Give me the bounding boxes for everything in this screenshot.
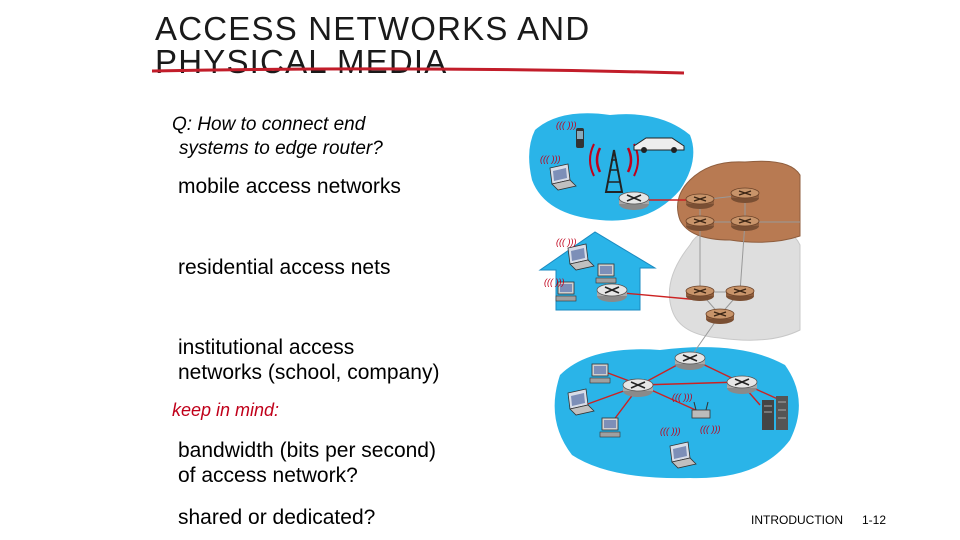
wireless-signal-icon (556, 120, 577, 130)
router-icon (726, 375, 758, 395)
router-icon (685, 193, 715, 210)
desktop-icon (595, 263, 617, 284)
wifi-base-station-icon (691, 401, 711, 419)
phone-icon (576, 128, 584, 148)
router-icon (705, 308, 735, 325)
page-number: 1-12 (862, 513, 887, 527)
consideration-bandwidth: bandwidth (bits per second) of access ne… (178, 438, 436, 488)
router-icon (685, 285, 715, 302)
router-icon (725, 285, 755, 302)
wireless-signal-icon (672, 392, 693, 402)
item-institutional-line-2: networks (school, company) (178, 361, 440, 384)
item-institutional: institutional access networks (school, c… (178, 335, 439, 385)
wireless-signal-icon (700, 424, 721, 434)
item-residential: residential access nets (178, 256, 391, 279)
consideration-line-2: of access network? (178, 464, 358, 487)
slide-title: ACCESS NETWORKS AND PHYSICAL MEDIA (155, 12, 590, 78)
wireless-signal-icon (540, 154, 561, 164)
consideration-line-1: bandwidth (bits per second) (178, 439, 436, 462)
desktop-icon (599, 417, 621, 438)
router-icon (622, 378, 654, 398)
question-text: Q: How to connect end systems to edge ro… (172, 113, 383, 161)
server-icon (762, 396, 788, 430)
router-icon (618, 191, 650, 211)
wireless-signal-icon (544, 277, 565, 287)
core-cloud (668, 226, 801, 341)
wireless-signal-icon (556, 237, 577, 247)
question-line-2: systems to edge router? (179, 138, 383, 159)
desktop-icon (589, 363, 611, 384)
router-icon (730, 215, 760, 232)
car-icon (633, 137, 685, 153)
footer-label: INTRODUCTION (751, 513, 843, 527)
question-line-1: Q: How to connect end (172, 114, 366, 135)
keep-in-mind-label: keep in mind: (172, 400, 280, 420)
wireless-signal-icon (660, 426, 681, 436)
item-institutional-line-1: institutional access (178, 336, 355, 359)
consideration-shared: shared or dedicated? (178, 506, 376, 529)
title-line-1: ACCESS NETWORKS AND (155, 10, 591, 47)
router-icon (685, 215, 715, 232)
router-icon (674, 351, 706, 371)
router-icon (730, 187, 760, 204)
item-mobile: mobile access networks (178, 175, 401, 198)
router-icon (596, 283, 628, 303)
